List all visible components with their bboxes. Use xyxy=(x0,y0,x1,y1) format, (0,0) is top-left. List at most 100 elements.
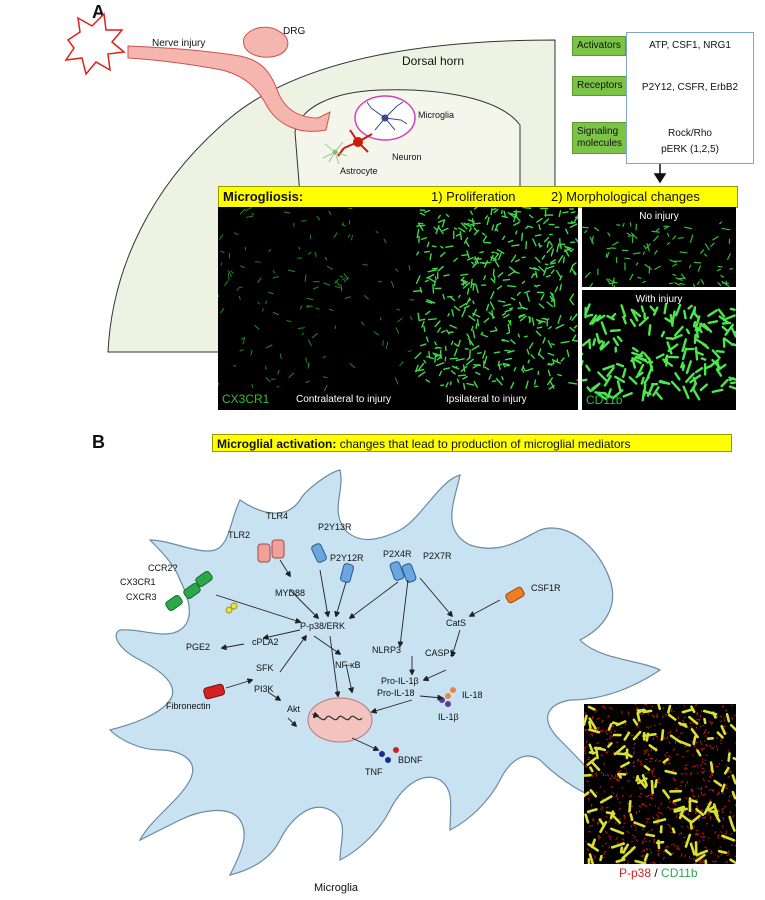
signal-mark xyxy=(641,849,644,853)
signal-mark xyxy=(702,831,704,836)
signal-mark xyxy=(661,715,664,718)
signal-mark xyxy=(554,286,559,293)
nucleus xyxy=(307,697,373,743)
signal-mark xyxy=(523,290,531,294)
signal-mark xyxy=(674,372,681,381)
signal-mark xyxy=(512,221,520,226)
signal-mark xyxy=(515,230,518,235)
signal-mark xyxy=(632,746,635,750)
signal-mark xyxy=(612,792,615,794)
signal-mark xyxy=(664,714,668,716)
signal-mark xyxy=(620,726,623,729)
signal-mark xyxy=(648,744,658,752)
signal-mark xyxy=(651,230,660,233)
signal-mark xyxy=(680,732,683,735)
signal-mark xyxy=(680,853,683,858)
pge2-label: PGE2 xyxy=(186,642,211,652)
signal-mark xyxy=(584,712,587,715)
signal-mark xyxy=(717,308,726,318)
signal-mark xyxy=(717,282,722,287)
signal-mark xyxy=(608,819,611,823)
signal-mark xyxy=(595,791,598,794)
signal-mark xyxy=(497,272,504,278)
signal-mark xyxy=(510,381,515,389)
il18-label: IL-18 xyxy=(462,690,483,700)
signal-mark xyxy=(570,248,574,253)
signal-mark xyxy=(424,209,431,214)
csf1r-receptor-icon xyxy=(505,586,525,604)
signal-mark xyxy=(703,717,707,725)
signal-mark xyxy=(703,731,706,735)
signal-mark xyxy=(507,323,511,332)
signal-mark xyxy=(638,795,642,798)
signal-mark xyxy=(584,765,589,768)
signal-mark xyxy=(699,859,702,863)
signal-mark xyxy=(473,229,480,236)
signal-mark xyxy=(521,232,524,242)
signal-mark xyxy=(488,374,492,380)
signal-mark xyxy=(599,820,608,834)
signal-mark xyxy=(328,210,332,216)
signal-mark xyxy=(597,371,608,383)
signal-mark xyxy=(407,350,412,352)
signal-mark xyxy=(668,758,671,761)
pp38-cd11b-image xyxy=(584,704,736,864)
signal-mark xyxy=(503,313,510,319)
signal-mark xyxy=(623,817,626,820)
nerve-injury-star-icon xyxy=(64,12,126,76)
signal-mark xyxy=(720,274,725,278)
signal-mark xyxy=(510,254,517,263)
signal-mark xyxy=(458,227,466,233)
signal-mark xyxy=(609,707,613,710)
signal-mark xyxy=(708,768,712,772)
signal-mark xyxy=(611,312,617,319)
signal-mark xyxy=(629,221,632,227)
signal-mark xyxy=(636,712,641,722)
signal-mark xyxy=(673,325,684,337)
signal-mark xyxy=(536,217,543,223)
signal-mark xyxy=(721,705,725,708)
signal-mark xyxy=(439,251,446,257)
signal-mark xyxy=(504,308,513,313)
cd11b-marker-b: CD11b xyxy=(661,866,698,880)
signal-mark xyxy=(703,253,708,257)
signal-mark xyxy=(724,323,735,336)
signal-mark xyxy=(490,291,495,300)
signal-mark xyxy=(727,850,730,853)
signal-mark xyxy=(729,723,736,732)
signal-mark xyxy=(598,818,605,827)
signal-mark xyxy=(466,333,470,339)
signal-mark xyxy=(667,760,670,762)
signal-mark xyxy=(667,713,677,721)
signal-mark xyxy=(629,273,634,281)
signal-mark xyxy=(615,777,619,781)
signal-mark xyxy=(704,762,707,765)
signal-mark xyxy=(723,337,734,347)
cx3cr1-label: CX3CR1 xyxy=(120,577,156,587)
signal-mark xyxy=(643,749,647,753)
signal-mark xyxy=(643,855,648,862)
signal-mark xyxy=(644,263,652,270)
signal-mark xyxy=(643,837,646,840)
signal-mark xyxy=(460,273,469,277)
signal-mark xyxy=(519,315,527,322)
signal-mark xyxy=(467,337,474,346)
signal-mark xyxy=(594,746,599,760)
signal-mark xyxy=(608,737,611,740)
signal-mark xyxy=(602,364,615,371)
signal-mark xyxy=(614,774,617,777)
signal-mark xyxy=(599,340,610,351)
signal-mark xyxy=(688,264,692,269)
signal-mark xyxy=(342,277,346,281)
pathway-arrows xyxy=(215,559,501,750)
signal-mark xyxy=(584,230,588,234)
signal-mark xyxy=(240,265,245,268)
signal-mark xyxy=(607,232,611,237)
signal-mark xyxy=(509,307,514,310)
signal-mark xyxy=(244,207,252,212)
signal-mark xyxy=(651,793,654,797)
signal-mark xyxy=(623,731,631,741)
signal-mark xyxy=(722,837,725,840)
signal-mark xyxy=(631,233,634,244)
signal-mark xyxy=(640,305,645,313)
